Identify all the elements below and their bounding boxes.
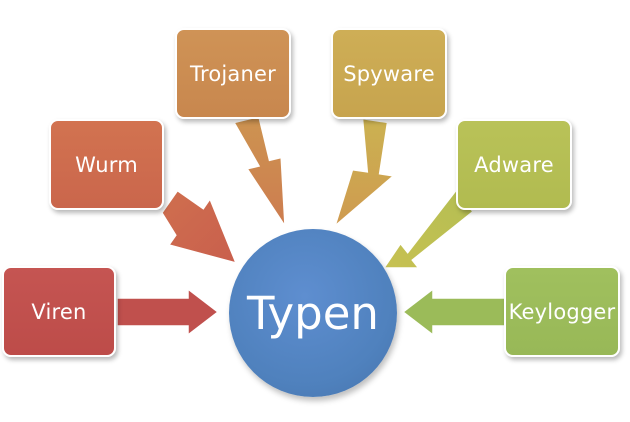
arrow-wurm	[161, 189, 238, 265]
node-spyware-label: Spyware	[343, 61, 435, 86]
arrow-spyware	[333, 117, 396, 229]
node-viren: Viren	[2, 266, 116, 357]
node-spyware: Spyware	[331, 28, 447, 119]
node-keylogger-label: Keylogger	[508, 299, 616, 324]
arrow-trojaner	[232, 115, 286, 229]
node-wurm: Wurm	[49, 119, 164, 210]
node-wurm-label: Wurm	[75, 152, 138, 177]
node-adware-label: Adware	[474, 152, 554, 177]
arrow-keylogger	[401, 287, 506, 337]
node-viren-label: Viren	[31, 299, 87, 324]
center-node-typen: Typen	[229, 229, 397, 397]
node-trojaner-label: Trojaner	[190, 61, 276, 86]
center-node-label: Typen	[247, 286, 379, 340]
arrow-adware	[382, 189, 475, 269]
arrow-viren	[116, 287, 220, 337]
node-keylogger: Keylogger	[504, 266, 620, 357]
node-adware: Adware	[456, 119, 572, 210]
node-trojaner: Trojaner	[175, 28, 291, 119]
